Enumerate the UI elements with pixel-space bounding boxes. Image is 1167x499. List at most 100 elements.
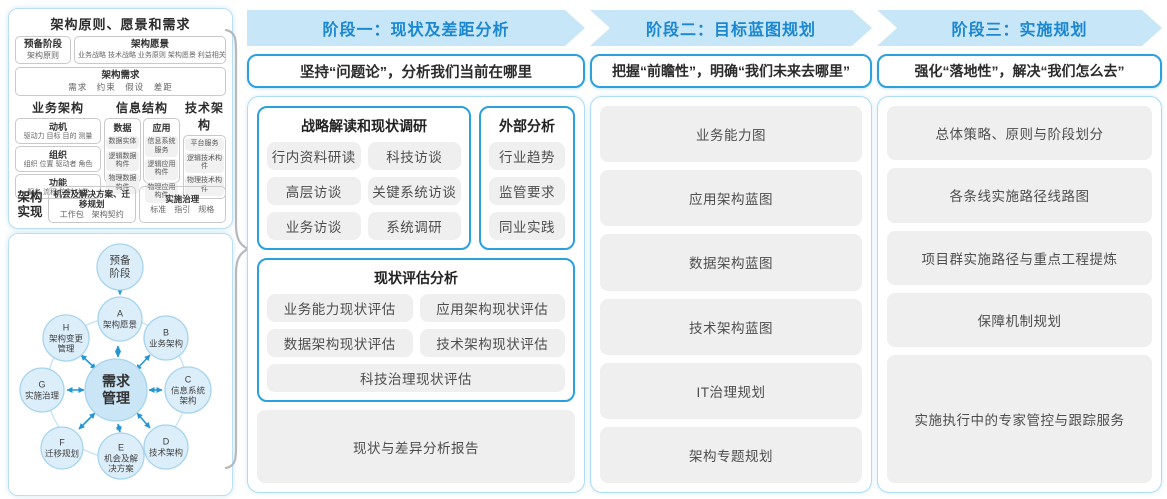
research-item: 业务访谈 bbox=[267, 212, 361, 240]
adm-nodes bbox=[19, 243, 212, 480]
realization-label: 架构实现 bbox=[17, 189, 43, 219]
assessment-item: 数据架构现状评估 bbox=[267, 329, 413, 357]
group-title: 战略解读和现状调研 bbox=[301, 118, 427, 134]
organization-title: 组织 bbox=[48, 149, 67, 160]
implementation-item: 保障机制规划 bbox=[887, 292, 1152, 348]
gap-analysis-report: 现状与差异分析报告 bbox=[257, 410, 575, 483]
framework-row-vision: 预备阶段 架构原则 架构愿景 业务战略 技术战略 业务原则 架构愿景 利益相关者 bbox=[15, 36, 226, 65]
adm-node-g: G 实施治理 bbox=[20, 380, 64, 401]
phase-e-circle bbox=[97, 432, 145, 480]
technology-item: 逻辑技术构件 bbox=[185, 152, 224, 174]
opportunities-migration-box: 机会及解决方案、迁移规划 工作包 架构契约 bbox=[48, 186, 136, 223]
phase-c-circle bbox=[164, 366, 212, 414]
architecture-realization-row: 架构实现 机会及解决方案、迁移规划 工作包 架构契约 实施治理 标准 指引 规格 bbox=[15, 186, 226, 223]
vision-title: 架构愿景 bbox=[130, 39, 169, 50]
technology-architecture-column: 技术架构 平台服务 逻辑技术构件 物理技术构件 bbox=[183, 99, 226, 200]
adm-node-c: C 信息系统架构 bbox=[168, 375, 208, 406]
phase-g-circle bbox=[19, 367, 65, 413]
phase3-header-band: 阶段三：实施规划 bbox=[877, 10, 1162, 46]
motivation-box: 动机 驱动力 目标 目的 测量 bbox=[15, 118, 101, 144]
strategy-research-group: 战略解读和现状调研 行内资料研读 科技访谈 高层访谈 关键系统访谈 业务访谈 系… bbox=[257, 106, 471, 250]
requirements-management-circle bbox=[84, 358, 148, 422]
phase1-subtitle: 坚持“问题论”，分析我们当前在哪里 bbox=[247, 54, 585, 88]
business-architecture-header: 业务架构 bbox=[31, 101, 84, 116]
implementation-item: 项目群实施路径与重点工程提炼 bbox=[887, 230, 1152, 285]
research-item: 系统调研 bbox=[367, 212, 461, 240]
phase3-subtitle: 强化“落地性”，解决“我们怎么去” bbox=[877, 54, 1162, 88]
application-box: 应用 信息系统服务 逻辑应用构件 物理应用构件 bbox=[143, 118, 180, 203]
adm-cycle-graphic bbox=[19, 243, 212, 480]
architecture-vision-box: 架构愿景 业务战略 技术战略 业务原则 架构愿景 利益相关者 bbox=[74, 36, 226, 65]
data-box: 数据 数据实体 逻辑数据构件 物理数据构件 bbox=[104, 118, 141, 195]
node-label: 技术架构 bbox=[148, 447, 183, 458]
current-state-assessment-group: 现状评估分析 业务能力现状评估 应用架构现状评估 数据架构现状评估 技术架构现状… bbox=[257, 258, 575, 402]
technology-item: 物理技术构件 bbox=[185, 175, 224, 197]
phase-h-circle bbox=[42, 314, 90, 362]
phase2-content: 业务能力图 应用架构蓝图 数据架构蓝图 技术架构蓝图 IT治理规划 架构专题规划 bbox=[590, 96, 872, 493]
implementation-item: 实施执行中的专家管控与跟踪服务 bbox=[887, 355, 1152, 483]
research-item: 高层访谈 bbox=[267, 177, 361, 205]
prep-phase-line1: 预备阶段 bbox=[23, 39, 62, 50]
phase1-content: 战略解读和现状调研 行内资料研读 科技访谈 高层访谈 关键系统访谈 业务访谈 系… bbox=[247, 96, 585, 493]
external-item: 监管要求 bbox=[489, 177, 565, 205]
framework-title: 架构原则、愿景和需求 bbox=[50, 17, 191, 32]
adm-node-d: D 技术架构 bbox=[144, 437, 188, 458]
governance-title: 实施治理 bbox=[165, 193, 200, 204]
application-item: 信息系统服务 bbox=[145, 136, 178, 157]
motivation-items: 驱动力 目标 目的 测量 bbox=[23, 133, 93, 141]
prep-phase-box: 预备阶段 架构原则 bbox=[15, 36, 71, 65]
node-letter: D bbox=[162, 436, 170, 447]
node-label: 信息系统架构 bbox=[170, 385, 205, 406]
blueprint-item: 架构专题规划 bbox=[600, 426, 862, 484]
organization-items: 组织 位置 驱动者 角色 bbox=[23, 160, 93, 168]
node-label: 架构愿景 bbox=[102, 319, 137, 330]
phase2-subtitle: 把握“前瞻性”，明确“我们未来去哪里” bbox=[590, 54, 872, 88]
node-letter: F bbox=[59, 437, 65, 448]
phase-b-circle bbox=[143, 315, 189, 361]
requirements-management-label: 需求管理 bbox=[102, 373, 130, 406]
data-title: 数据 bbox=[113, 123, 132, 134]
research-item: 行内资料研读 bbox=[267, 142, 361, 170]
adm-node-f: F 迁移规划 bbox=[40, 438, 84, 459]
phase-a-circle bbox=[97, 296, 143, 342]
group-title: 外部分析 bbox=[499, 118, 555, 134]
vision-items: 业务战略 技术战略 业务原则 架构愿景 利益相关者 bbox=[78, 51, 226, 59]
phase1-header-band: 阶段一：现状及差距分析 bbox=[247, 10, 585, 46]
adm-cycle-panel: 预备阶段 需求管理 A 架构愿景 B 业务架构 C 信息系统架构 D 技术架构 … bbox=[8, 233, 233, 496]
application-item: 逻辑应用构件 bbox=[145, 158, 178, 180]
external-item: 同业实践 bbox=[489, 212, 565, 240]
adm-node-a: A 架构愿景 bbox=[98, 309, 142, 330]
requirements-items: 需求 约束 假设 差距 bbox=[68, 82, 173, 93]
data-item: 数据实体 bbox=[106, 136, 139, 149]
assessment-item: 科技治理现状评估 bbox=[267, 364, 565, 392]
group-title: 现状评估分析 bbox=[374, 270, 458, 286]
node-letter: C bbox=[184, 374, 192, 385]
architecture-requirements-box: 架构需求 需求 约束 假设 差距 bbox=[15, 67, 226, 97]
implementation-item: 总体策略、原则与阶段划分 bbox=[887, 106, 1152, 161]
node-letter: G bbox=[38, 379, 46, 390]
opportunities-items: 工作包 架构契约 bbox=[59, 210, 124, 220]
information-subcolumns: 数据 数据实体 逻辑数据构件 物理数据构件 应用 信息系统服务 逻辑应用构件 物… bbox=[104, 118, 180, 203]
research-item: 科技访谈 bbox=[367, 142, 461, 170]
external-item: 行业趋势 bbox=[489, 142, 565, 170]
technology-item: 平台服务 bbox=[185, 138, 224, 151]
motivation-title: 动机 bbox=[48, 122, 67, 133]
node-letter: B bbox=[162, 327, 169, 338]
technology-box: 平台服务 逻辑技术构件 物理技术构件 bbox=[183, 135, 226, 200]
phase3-content: 总体策略、原则与阶段划分 各条线实施路径线路图 项目群实施路径与重点工程提炼 保… bbox=[877, 96, 1162, 493]
adm-arrows bbox=[66, 289, 163, 433]
node-label: 架构变更管理 bbox=[48, 333, 83, 354]
opportunities-title: 机会及解决方案、迁移规划 bbox=[53, 188, 130, 209]
requirements-title: 架构需求 bbox=[101, 70, 140, 82]
assessment-item: 应用架构现状评估 bbox=[419, 294, 565, 322]
adm-node-e: E 机会及解决方案 bbox=[101, 443, 141, 474]
architecture-framework-panel: 架构原则、愿景和需求 预备阶段 架构原则 架构愿景 业务战略 技术战略 业务原则… bbox=[8, 8, 233, 229]
technology-architecture-header: 技术架构 bbox=[184, 101, 224, 133]
business-architecture-column: 业务架构 动机 驱动力 目标 目的 测量 组织 组织 位置 驱动者 角色 功能 … bbox=[15, 99, 101, 200]
node-label: 机会及解决方案 bbox=[103, 453, 138, 474]
blueprint-item: 业务能力图 bbox=[600, 106, 862, 163]
assessment-item: 技术架构现状评估 bbox=[419, 329, 565, 357]
adm-node-b: B 业务架构 bbox=[144, 328, 188, 349]
research-item: 关键系统访谈 bbox=[367, 177, 461, 205]
